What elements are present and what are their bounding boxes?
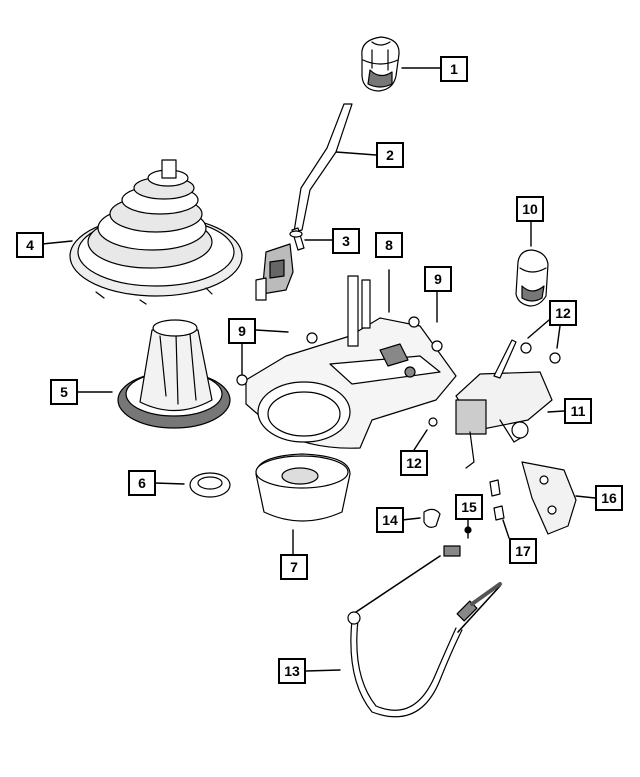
shifter-assembly-part [455, 339, 553, 469]
nut-parts [236, 316, 561, 427]
auto-shift-knob-part [515, 249, 549, 307]
shifter-bracket-part [245, 275, 457, 449]
callout-label: 15 [455, 494, 483, 520]
bolt-parts-17 [489, 479, 505, 521]
callout-label: 3 [332, 228, 360, 254]
callout-label: 9 [228, 318, 256, 344]
callout-label: 13 [278, 658, 306, 684]
clip-part [423, 508, 441, 528]
bushing-ring-part [189, 472, 231, 498]
retainer-part [464, 526, 472, 534]
callout-label: 16 [595, 485, 623, 511]
shift-cable-part [347, 545, 502, 718]
shift-knob-part [361, 36, 400, 92]
cover-cup-part [255, 453, 351, 522]
callout-label: 11 [564, 398, 592, 424]
callout-label: 12 [400, 450, 428, 476]
callout-label: 10 [516, 196, 544, 222]
callout-label: 5 [50, 379, 78, 405]
callout-label: 14 [376, 507, 404, 533]
callout-label: 12 [549, 300, 577, 326]
callout-label: 9 [424, 266, 452, 292]
callout-label: 7 [280, 554, 308, 580]
mount-bracket-part [521, 461, 577, 535]
callout-label: 8 [375, 232, 403, 258]
callout-label: 2 [376, 142, 404, 168]
callout-label: 17 [509, 538, 537, 564]
bolt-part-3 [289, 227, 305, 251]
shift-boot-part [69, 159, 243, 305]
inner-boot-part [117, 319, 231, 429]
callout-label: 6 [128, 470, 156, 496]
callout-label: 1 [440, 56, 468, 82]
callout-label: 4 [16, 232, 44, 258]
shift-lever-part [255, 103, 353, 301]
